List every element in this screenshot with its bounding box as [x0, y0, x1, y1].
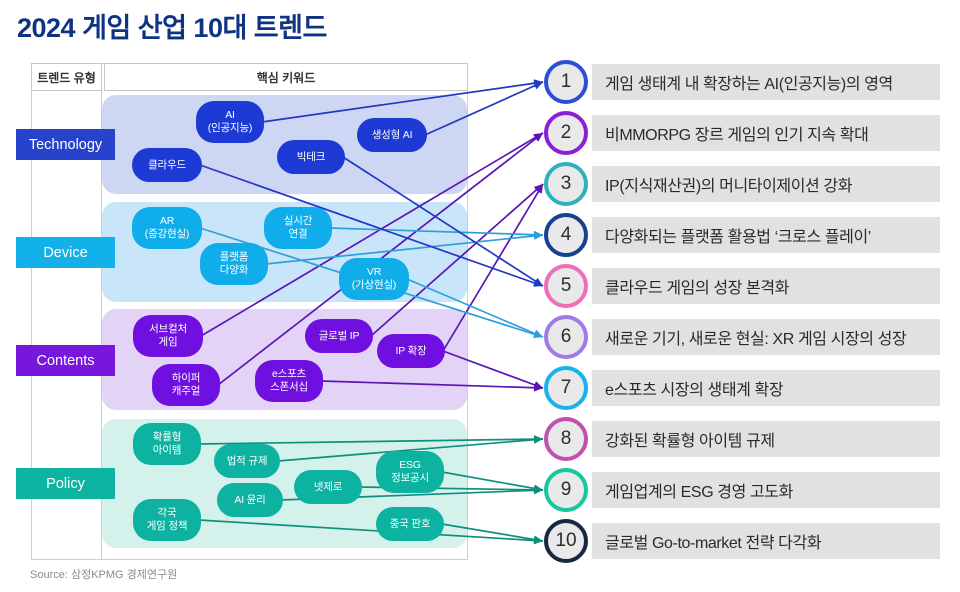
trend-number-circle: 2 — [544, 111, 588, 155]
trend-label-bar: IP(지식재산권)의 머니타이제이션 강화 — [592, 166, 940, 202]
keyword-bubble-esports-sponsorship: e스포츠 스폰서십 — [255, 360, 323, 402]
trend-number-circle: 5 — [544, 264, 588, 308]
keyword-bubble-vr: VR (가상현실) — [339, 258, 409, 300]
page-title: 2024 게임 산업 10대 트렌드 — [17, 13, 327, 43]
keyword-bubble-subculture: 서브컬처 게임 — [133, 315, 203, 357]
trend-label-bar: 다양화되는 플랫폼 활용법 ‘크로스 플레이’ — [592, 217, 940, 253]
trend-label-bar: 게임 생태계 내 확장하는 AI(인공지능)의 영역 — [592, 64, 940, 100]
trend-row-4: 4 다양화되는 플랫폼 활용법 ‘크로스 플레이’ — [544, 213, 944, 257]
trend-label: 새로운 기기, 새로운 현실: XR 게임 시장의 성장 — [605, 331, 907, 348]
trend-row-10: 10 글로벌 Go-to-market 전략 다각화 — [544, 519, 944, 563]
trend-number-circle: 7 — [544, 366, 588, 410]
keyword-bubble-realtime: 실시간 연결 — [264, 207, 332, 249]
category-label-device: Device — [16, 237, 115, 268]
keyword-bubble-ip-expansion: IP 확장 — [377, 334, 445, 368]
trend-label: IP(지식재산권)의 머니타이제이션 강화 — [605, 178, 853, 195]
trend-label-bar: 비MMORPG 장르 게임의 인기 지속 확대 — [592, 115, 940, 151]
trend-label: 게임업계의 ESG 경영 고도화 — [605, 484, 793, 501]
keyword-bubble-ai: AI (인공지능) — [196, 101, 264, 143]
keyword-bubble-bigtech: 빅테크 — [277, 140, 345, 174]
trend-label-bar: 게임업계의 ESG 경영 고도화 — [592, 472, 940, 508]
trend-label: e스포츠 시장의 생태계 확장 — [605, 382, 784, 399]
trend-label: 게임 생태계 내 확장하는 AI(인공지능)의 영역 — [605, 76, 893, 93]
trend-type-header: 트렌드 유형 — [31, 63, 102, 91]
trend-row-7: 7 e스포츠 시장의 생태계 확장 — [544, 366, 944, 410]
trend-label: 다양화되는 플랫폼 활용법 ‘크로스 플레이’ — [605, 229, 871, 246]
source-note: Source: 삼정KPMG 경제연구원 — [30, 569, 178, 581]
trend-number-circle: 4 — [544, 213, 588, 257]
keyword-bubble-ar: AR (증강현실) — [132, 207, 202, 249]
trend-number-circle: 3 — [544, 162, 588, 206]
trend-label-bar: 새로운 기기, 새로운 현실: XR 게임 시장의 성장 — [592, 319, 940, 355]
keyword-bubble-hypercasual: 하이퍼 캐주얼 — [152, 364, 220, 406]
trend-row-9: 9 게임업계의 ESG 경영 고도화 — [544, 468, 944, 512]
keyword-bubble-netzero: 넷제로 — [294, 470, 362, 504]
trend-label-bar: e스포츠 시장의 생태계 확장 — [592, 370, 940, 406]
trend-row-5: 5 클라우드 게임의 성장 본격화 — [544, 264, 944, 308]
trend-label-bar: 클라우드 게임의 성장 본격화 — [592, 268, 940, 304]
trend-label: 글로벌 Go-to-market 전략 다각화 — [605, 535, 822, 552]
trend-row-8: 8 강화된 확률형 아이템 규제 — [544, 417, 944, 461]
category-label-contents: Contents — [16, 345, 115, 376]
keyword-header: 핵심 키워드 — [104, 63, 468, 91]
trend-number-circle: 8 — [544, 417, 588, 461]
trend-number-circle: 1 — [544, 60, 588, 104]
keyword-bubble-generative-ai: 생성형 AI — [357, 118, 427, 152]
keyword-bubble-platform: 플랫폼 다양화 — [200, 243, 268, 285]
keyword-bubble-loot-item: 확률형 아이템 — [133, 423, 201, 465]
keyword-bubble-china-license: 중국 판호 — [376, 507, 444, 541]
keyword-bubble-ai-ethics: AI 윤리 — [217, 483, 283, 517]
trend-label: 비MMORPG 장르 게임의 인기 지속 확대 — [605, 127, 869, 144]
keyword-bubble-national-policy: 각국 게임 정책 — [133, 499, 201, 541]
trend-number-circle: 10 — [544, 519, 588, 563]
keyword-bubble-esg-disclosure: ESG 정보공시 — [376, 451, 444, 493]
keyword-bubble-global-ip: 글로벌 IP — [305, 319, 373, 353]
trend-label: 클라우드 게임의 성장 본격화 — [605, 280, 789, 297]
category-label-technology: Technology — [16, 129, 115, 160]
trend-label: 강화된 확률형 아이템 규제 — [605, 433, 775, 450]
keyword-bubble-cloud: 클라우드 — [132, 148, 202, 182]
trend-number-circle: 6 — [544, 315, 588, 359]
category-label-policy: Policy — [16, 468, 115, 499]
trend-row-2: 2 비MMORPG 장르 게임의 인기 지속 확대 — [544, 111, 944, 155]
trend-number-circle: 9 — [544, 468, 588, 512]
trend-label-bar: 강화된 확률형 아이템 규제 — [592, 421, 940, 457]
trend-label-bar: 글로벌 Go-to-market 전략 다각화 — [592, 523, 940, 559]
trend-row-6: 6 새로운 기기, 새로운 현실: XR 게임 시장의 성장 — [544, 315, 944, 359]
trend-row-1: 1 게임 생태계 내 확장하는 AI(인공지능)의 영역 — [544, 60, 944, 104]
keyword-bubble-legal-regulation: 법적 규제 — [214, 444, 280, 478]
trend-row-3: 3 IP(지식재산권)의 머니타이제이션 강화 — [544, 162, 944, 206]
